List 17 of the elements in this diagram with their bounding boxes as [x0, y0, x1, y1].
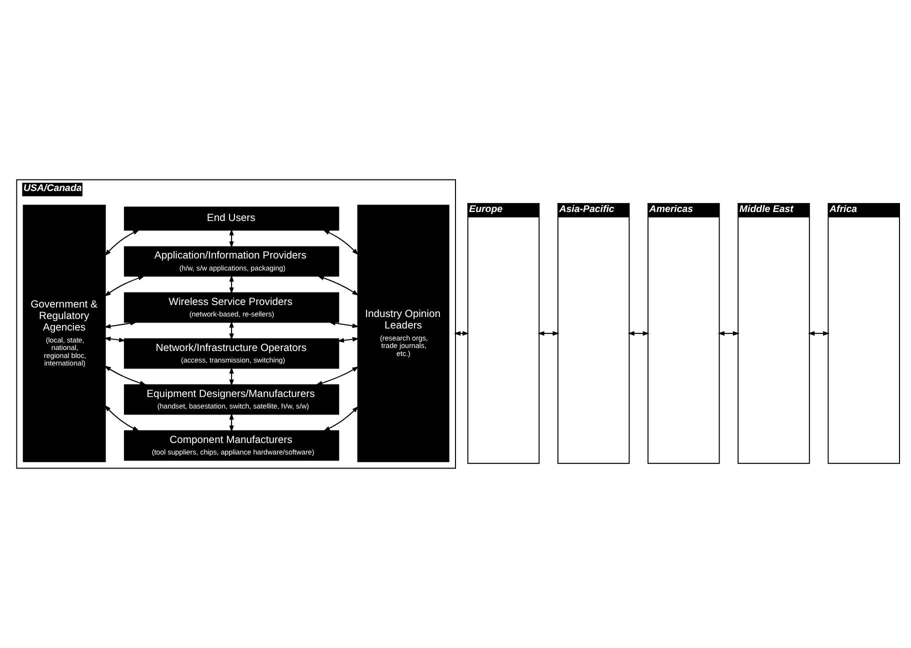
- node-box: End Users: [124, 206, 340, 231]
- arrow: [718, 331, 740, 336]
- arrow: [104, 320, 137, 329]
- arrow: [628, 331, 650, 336]
- arrow: [104, 336, 126, 342]
- arrow: [337, 337, 360, 343]
- arrow: [316, 366, 359, 386]
- arrow: [538, 331, 560, 336]
- arrow: [104, 276, 145, 296]
- arrow: [104, 366, 146, 386]
- arrow: [317, 276, 359, 296]
- arrow: [328, 320, 359, 328]
- arrow: [104, 404, 140, 432]
- arrow: [104, 230, 140, 256]
- arrow: [808, 331, 830, 336]
- arrow: [322, 230, 359, 256]
- arrow: [323, 406, 359, 432]
